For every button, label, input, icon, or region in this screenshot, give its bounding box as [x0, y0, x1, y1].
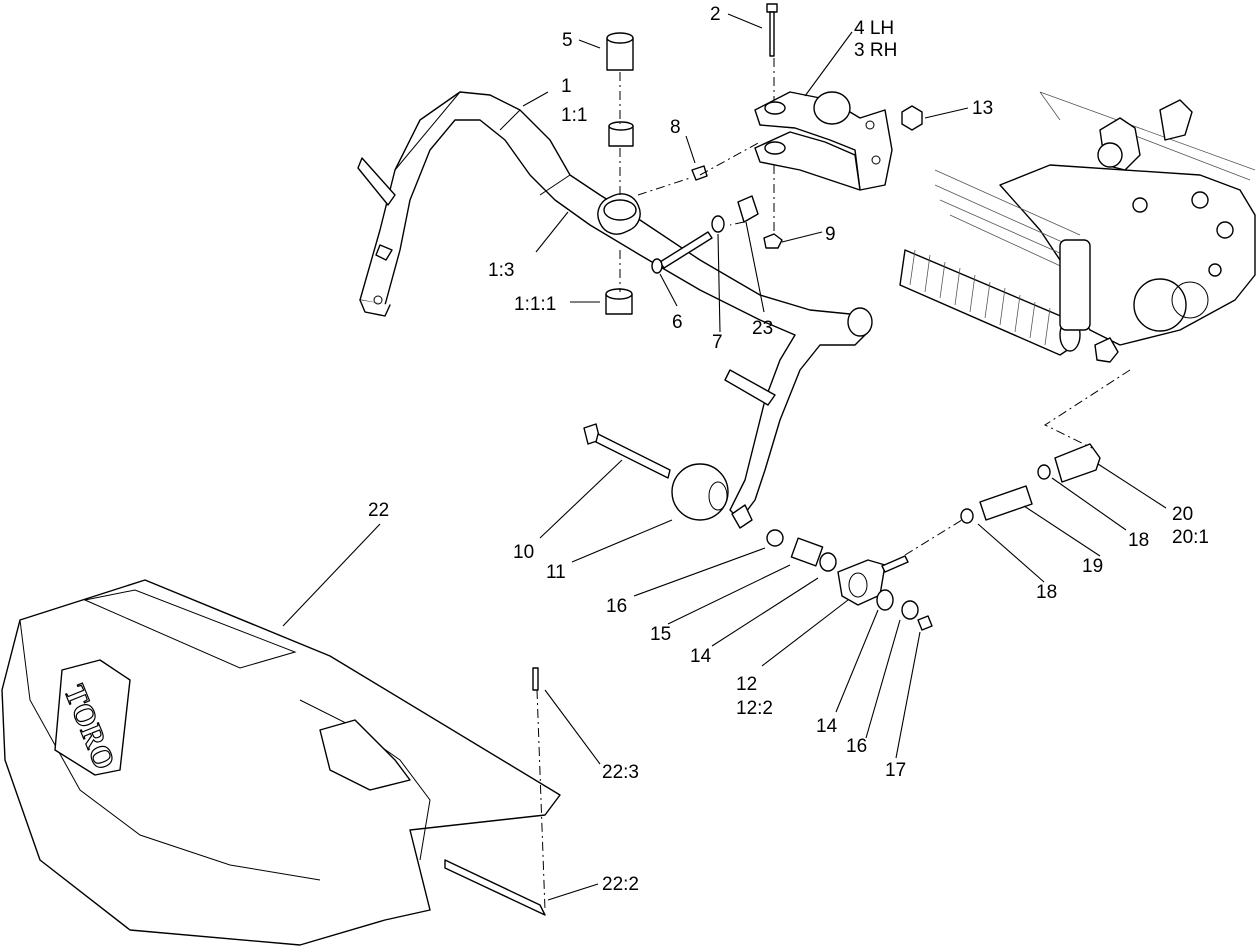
callout-11: 11: [546, 562, 566, 583]
callout-9: 9: [825, 224, 836, 245]
callout-19: 19: [1082, 556, 1103, 577]
callout-5: 5: [562, 30, 573, 51]
callout-10: 10: [513, 542, 534, 563]
callout-18-lower: 18: [1036, 582, 1057, 603]
callout-13: 13: [972, 98, 993, 119]
carrier-frame: [357, 91, 873, 529]
callout-15: 15: [650, 624, 671, 645]
callout-20-1: 20:1: [1172, 527, 1209, 548]
callout-6: 6: [672, 312, 683, 333]
callout-14-right: 14: [816, 716, 838, 737]
callout-2: 2: [710, 4, 721, 25]
callout-14-left: 14: [690, 646, 712, 667]
leader-lines: [282, 13, 1167, 901]
toro-logo: TORO: [54, 659, 131, 776]
callout-22-3: 22:3: [602, 762, 639, 783]
cutting-unit-reel: [899, 91, 1256, 363]
callout-12: 12: [736, 674, 757, 695]
callout-20: 20: [1172, 504, 1193, 525]
callout-16-left: 16: [606, 596, 627, 617]
callout-17: 17: [885, 760, 906, 781]
grass-basket: TORO: [1, 579, 561, 946]
callout-18-upper: 18: [1128, 530, 1149, 551]
callout-4-lh: 4 LH: [854, 18, 894, 39]
callout-labels: 5 2 4 LH 3 RH 1 1:1 8 13 9 1:3 1:1:1 6 7…: [368, 4, 1209, 895]
callout-22: 22: [368, 500, 389, 521]
callout-22-2: 22:2: [602, 874, 639, 895]
bolt-2: [766, 3, 778, 57]
callout-1: 1: [561, 76, 572, 97]
lower-linkage: [583, 423, 1101, 631]
callout-7: 7: [712, 332, 723, 353]
callout-8: 8: [670, 117, 681, 138]
callout-3-rh: 3 RH: [854, 40, 897, 61]
reel-roller: [899, 249, 1081, 356]
bushings: [605, 32, 634, 315]
assembly-lines: [536, 58, 1131, 911]
callout-1-1-1: 1:1:1: [514, 294, 556, 315]
callout-16-right: 16: [846, 736, 867, 757]
small-hardware: [651, 105, 923, 274]
callout-1-1: 1:1: [561, 105, 587, 126]
pivot-bracket: [754, 91, 893, 191]
callout-1-3: 1:3: [488, 260, 514, 281]
callout-23: 23: [752, 318, 773, 339]
callout-12-2: 12:2: [736, 698, 773, 719]
